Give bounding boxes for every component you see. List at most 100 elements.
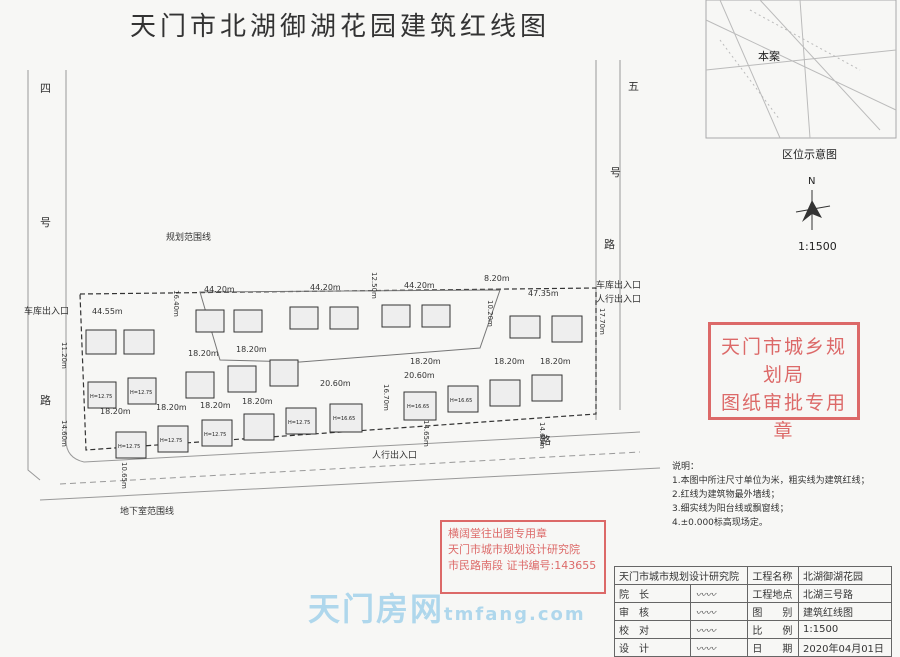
building bbox=[531, 374, 563, 402]
drawing-type: 建筑红线图 bbox=[798, 602, 892, 621]
building bbox=[403, 391, 437, 421]
dim-label: 18.20m bbox=[236, 345, 267, 354]
building bbox=[489, 379, 521, 407]
title-block: 天门市城市规划设计研究院 工程名称 北湖御湖花园 院 长 〰〰 工程地点 北湖三… bbox=[613, 566, 892, 657]
project-name-label: 工程名称 bbox=[747, 566, 800, 585]
building bbox=[289, 306, 319, 330]
height-label: H=12.75 bbox=[204, 432, 226, 438]
location-label: 本案 bbox=[758, 49, 780, 63]
dim-label: 20.60m bbox=[404, 371, 435, 380]
signature: 〰〰 bbox=[690, 584, 749, 603]
building bbox=[285, 407, 317, 435]
dim-vertical: 14.65m bbox=[538, 422, 546, 449]
dim-vertical: 14.60m bbox=[60, 420, 68, 447]
dim-label: 18.20m bbox=[242, 397, 273, 406]
building bbox=[269, 359, 299, 387]
building bbox=[87, 381, 117, 409]
building bbox=[243, 413, 275, 441]
dim-label: 18.20m bbox=[156, 403, 187, 412]
note-item: 3.细实线为阳台线或飘窗线； bbox=[672, 504, 789, 514]
road-name: 号 bbox=[610, 166, 621, 179]
garage-entrance-left: 车库出入口 bbox=[24, 305, 69, 317]
approval-stamp: 天门市城乡规划局 图纸审批专用章 bbox=[708, 322, 860, 442]
dim-label: 18.20m bbox=[540, 357, 571, 366]
dim-label: 18.20m bbox=[200, 401, 231, 410]
building bbox=[233, 309, 263, 333]
height-label: H=16.65 bbox=[450, 398, 472, 404]
note-item: 1.本图中所注尺寸单位为米，粗实线为建筑红线； bbox=[672, 476, 870, 486]
page-title: 天门市北湖御湖花园建筑红线图 bbox=[130, 12, 551, 42]
note-item: 2.红线为建筑物最外墙线； bbox=[672, 490, 780, 500]
location-map bbox=[705, 0, 897, 139]
garage-entrance-right: 车库出入口 bbox=[596, 279, 641, 291]
notes-heading: 说明： bbox=[672, 462, 700, 472]
signature: 〰〰 bbox=[690, 602, 749, 621]
map-scale: 1:1500 bbox=[798, 240, 837, 253]
pedestrian-entrance-bottom: 人行出入口 bbox=[372, 449, 417, 461]
building bbox=[329, 403, 363, 433]
drawing-scale: 1:1500 bbox=[798, 620, 892, 639]
dim-vertical: 10.65m bbox=[120, 462, 128, 489]
dim-label: 8.20m bbox=[484, 274, 510, 283]
institute-stamp: 横阔堂往出图专用章 天门市城市规划设计研究院 市民路南段 证书编号:143655 bbox=[440, 520, 606, 594]
dim-label: 18.20m bbox=[494, 357, 525, 366]
road-name: 五 bbox=[628, 80, 639, 93]
building bbox=[123, 329, 155, 355]
dim-label: 47.35m bbox=[528, 289, 559, 298]
signature: 〰〰 bbox=[690, 638, 749, 657]
road-name: 号 bbox=[40, 216, 51, 229]
building bbox=[185, 371, 215, 399]
dim-label: 18.20m bbox=[188, 349, 219, 358]
building bbox=[195, 309, 225, 333]
building bbox=[329, 306, 359, 330]
dim-vertical: 17.70m bbox=[598, 308, 606, 335]
dim-vertical: 14.65m bbox=[422, 420, 430, 447]
road-name: 四 bbox=[40, 82, 51, 95]
courtyard-outline bbox=[199, 289, 501, 363]
road-lines bbox=[27, 60, 661, 501]
signature: 〰〰 bbox=[690, 620, 749, 639]
building bbox=[551, 315, 583, 343]
institute-name: 天门市城市规划设计研究院 bbox=[613, 566, 749, 585]
dim-vertical: 16.40m bbox=[172, 290, 180, 317]
project-name: 北湖御湖花园 bbox=[798, 566, 892, 585]
height-label: H=12.75 bbox=[130, 390, 152, 396]
planning-boundary-line bbox=[79, 287, 597, 451]
road-name: 路 bbox=[604, 238, 615, 251]
height-label: H=12.75 bbox=[288, 420, 310, 426]
underground-boundary-label: 地下室范围线 bbox=[120, 505, 174, 517]
building bbox=[157, 425, 189, 453]
dim-vertical: 11.20m bbox=[60, 342, 68, 369]
drawing-date: 2020年04月01日 bbox=[798, 638, 892, 657]
dim-label: 18.20m bbox=[410, 357, 441, 366]
height-label: H=16.65 bbox=[333, 416, 355, 422]
building bbox=[509, 315, 541, 339]
building bbox=[127, 377, 157, 405]
watermark: 天门房网tmfang.com bbox=[308, 590, 586, 628]
dim-label: 44.20m bbox=[404, 281, 435, 290]
project-location: 北湖三号路 bbox=[798, 584, 892, 603]
dim-label: 20.60m bbox=[320, 379, 351, 388]
road-name: 路 bbox=[540, 434, 551, 447]
north-arrow-icon bbox=[795, 190, 831, 230]
notes: 说明： 1.本图中所注尺寸单位为米，粗实线为建筑红线； 2.红线为建筑物最外墙线… bbox=[672, 460, 870, 530]
building bbox=[85, 329, 117, 355]
height-label: H=12.75 bbox=[118, 444, 140, 450]
buildings bbox=[85, 304, 583, 459]
height-label: H=12.75 bbox=[160, 438, 182, 444]
building bbox=[381, 304, 411, 328]
dim-vertical: 10.20m bbox=[486, 300, 494, 327]
pedestrian-entrance-right: 人行出入口 bbox=[596, 293, 641, 305]
height-label: H=12.75 bbox=[90, 394, 112, 400]
building bbox=[421, 304, 451, 328]
road-name: 路 bbox=[40, 394, 51, 407]
note-item: 4.±0.000标高现场定。 bbox=[672, 518, 768, 528]
north-label: N bbox=[808, 176, 815, 187]
height-label: H=16.65 bbox=[407, 404, 429, 410]
planning-boundary-label: 规划范围线 bbox=[166, 231, 211, 243]
dim-label: 44.20m bbox=[204, 285, 235, 294]
dim-vertical: 12.50m bbox=[370, 272, 378, 299]
dim-label: 44.55m bbox=[92, 307, 123, 316]
dim-vertical: 16.70m bbox=[382, 384, 390, 411]
